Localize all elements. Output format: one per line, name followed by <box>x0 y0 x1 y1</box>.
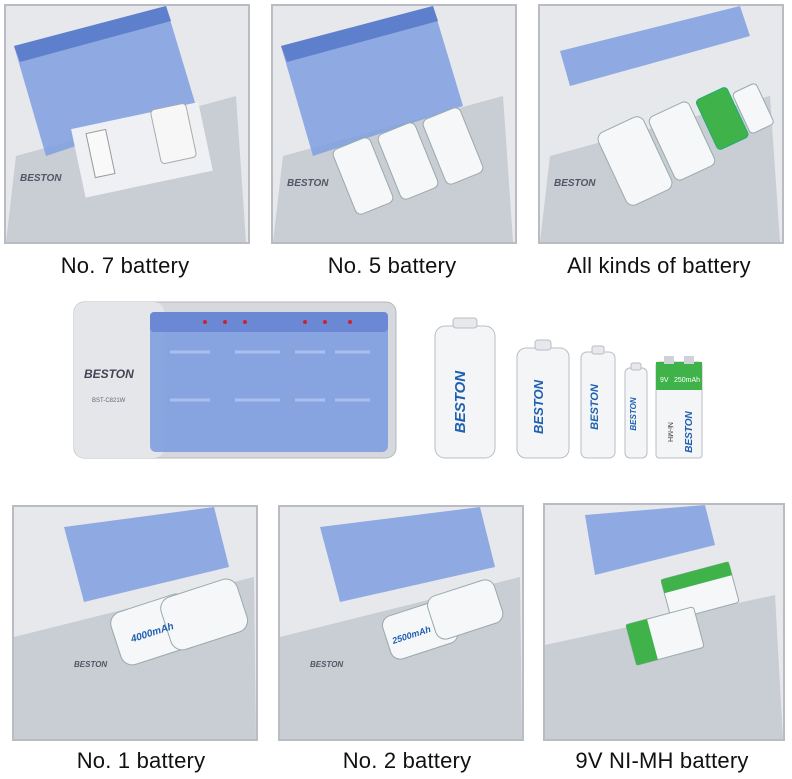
charger-photo <box>545 505 783 739</box>
battery-aaa-label: BESTON <box>629 397 638 430</box>
caption-all: All kinds of battery <box>567 253 751 278</box>
battery-9v-brand: BESTON <box>684 410 695 452</box>
battery-aa-label: BESTON <box>589 383 601 430</box>
charger-photo: BESTON <box>540 6 782 242</box>
charger-photo: 2500mAh BESTON <box>280 507 522 739</box>
brand-logo: BESTON <box>554 178 596 189</box>
photo-9v-nimh <box>543 503 785 741</box>
charger-photo: BESTON <box>6 6 248 242</box>
brand-logo: BESTON <box>310 660 343 669</box>
hero-brand-logo: BESTON <box>84 367 134 381</box>
photo-no5-battery: BESTON <box>271 4 517 244</box>
battery-c-label: BESTON <box>531 379 546 434</box>
battery-d-label: BESTON <box>452 370 469 433</box>
battery-9v-capacity: 250mAh <box>674 377 700 384</box>
hero-model-label: BST-C821W <box>92 398 126 404</box>
photo-no1-battery: 4000mAh BESTON <box>12 505 258 741</box>
hero-image: BESTON BST-C821W BESTON BESTON BESTON BE… <box>73 301 703 459</box>
caption-9v-nimh: 9V NI-MH battery <box>575 748 749 773</box>
charger-photo: 4000mAh BESTON <box>14 507 256 739</box>
brand-logo: BESTON <box>287 178 329 189</box>
hero-charger-and-batteries: BESTON BST-C821W BESTON BESTON BESTON BE… <box>70 292 730 468</box>
caption-no1: No. 1 battery <box>76 748 206 773</box>
caption-no2: No. 2 battery <box>342 748 472 773</box>
caption-no5: No. 5 battery <box>327 253 457 278</box>
caption-no7: No. 7 battery <box>60 253 190 278</box>
brand-logo: BESTON <box>74 660 107 669</box>
battery-9v-voltage: 9V <box>660 377 669 384</box>
brand-logo: BESTON <box>20 173 62 184</box>
photo-no7-battery: BESTON <box>4 4 250 244</box>
photo-all-kinds: BESTON <box>538 4 784 244</box>
photo-no2-battery: 2500mAh BESTON <box>278 505 524 741</box>
charger-photo: BESTON <box>273 6 515 242</box>
battery-9v-chem: Ni-MH <box>666 422 673 442</box>
